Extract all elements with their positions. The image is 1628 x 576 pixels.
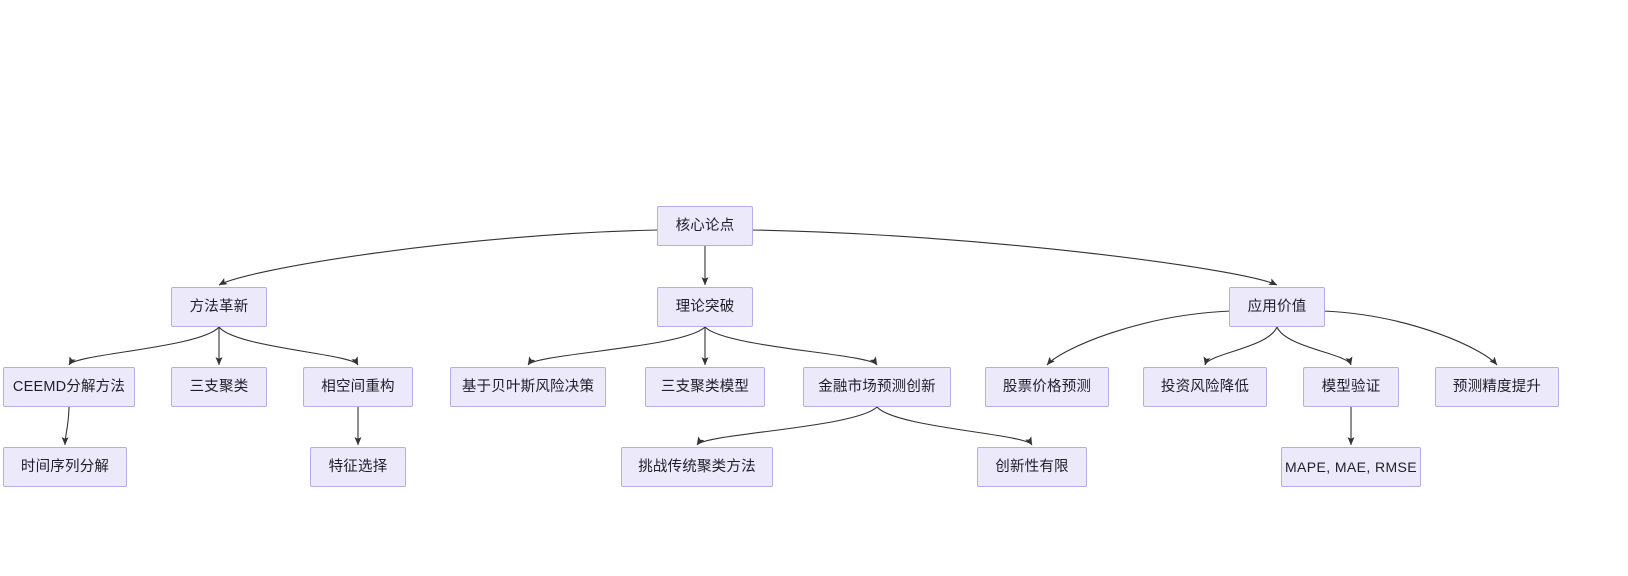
node-label: 股票价格预测 bbox=[1002, 378, 1092, 395]
node-label: 基于贝叶斯风险决策 bbox=[461, 378, 595, 395]
node-l4a1[interactable]: 时间序列分解 bbox=[3, 447, 127, 487]
node-label: 时间序列分解 bbox=[20, 458, 110, 475]
node-label: 投资风险降低 bbox=[1160, 378, 1250, 395]
node-label: 三支聚类 bbox=[189, 378, 249, 395]
node-label: CEEMD分解方法 bbox=[12, 378, 126, 395]
node-l4c3[interactable]: MAPE, MAE, RMSE bbox=[1281, 447, 1421, 487]
edge-l2c-to-l3c2 bbox=[1203, 326, 1278, 366]
edge-l2a-to-l3a1 bbox=[68, 326, 220, 366]
node-label: 理论突破 bbox=[675, 298, 735, 315]
node-l3b1[interactable]: 基于贝叶斯风险决策 bbox=[450, 367, 606, 407]
node-l3a3[interactable]: 相空间重构 bbox=[303, 367, 413, 407]
node-l3c1[interactable]: 股票价格预测 bbox=[985, 367, 1109, 407]
node-l3b3[interactable]: 金融市场预测创新 bbox=[803, 367, 951, 407]
node-l4b3b[interactable]: 创新性有限 bbox=[977, 447, 1087, 487]
node-l3b2[interactable]: 三支聚类模型 bbox=[645, 367, 765, 407]
node-label: 预测精度提升 bbox=[1452, 378, 1542, 395]
edge-l2b-to-l3b3 bbox=[704, 326, 878, 366]
edge-l2c-to-l3c1 bbox=[1046, 310, 1232, 366]
node-label: 创新性有限 bbox=[995, 458, 1069, 475]
node-root[interactable]: 核心论点 bbox=[657, 206, 753, 246]
node-l3c2[interactable]: 投资风险降低 bbox=[1143, 367, 1267, 407]
node-l2c[interactable]: 应用价值 bbox=[1229, 287, 1325, 327]
node-l3c4[interactable]: 预测精度提升 bbox=[1435, 367, 1559, 407]
node-l3c3[interactable]: 模型验证 bbox=[1303, 367, 1399, 407]
node-label: 三支聚类模型 bbox=[660, 378, 750, 395]
node-label: 相空间重构 bbox=[321, 378, 395, 395]
edge-root-to-l2c bbox=[750, 229, 1278, 286]
node-l2b[interactable]: 理论突破 bbox=[657, 287, 753, 327]
edge-l3b3-to-l4b3b bbox=[876, 406, 1033, 446]
node-label: 挑战传统聚类方法 bbox=[638, 458, 756, 475]
node-label: 金融市场预测创新 bbox=[818, 378, 936, 395]
edge-l3b3-to-l4b3a bbox=[696, 406, 878, 446]
node-label: 方法革新 bbox=[189, 298, 249, 315]
node-label: MAPE, MAE, RMSE bbox=[1284, 459, 1418, 475]
edge-root-to-l2a bbox=[218, 229, 660, 286]
edge-l2c-to-l3c4 bbox=[1322, 310, 1498, 366]
node-label: 核心论点 bbox=[675, 217, 735, 234]
node-l4b3a[interactable]: 挑战传统聚类方法 bbox=[621, 447, 773, 487]
node-l2a[interactable]: 方法革新 bbox=[171, 287, 267, 327]
edge-l3a1-to-l4a1 bbox=[61, 406, 70, 446]
node-l3a2[interactable]: 三支聚类 bbox=[171, 367, 267, 407]
edge-l2b-to-l3b1 bbox=[527, 326, 706, 366]
node-l3a1[interactable]: CEEMD分解方法 bbox=[3, 367, 135, 407]
edge-l2a-to-l3a3 bbox=[218, 326, 359, 366]
node-l4a3[interactable]: 特征选择 bbox=[310, 447, 406, 487]
edge-l2c-to-l3c3 bbox=[1276, 326, 1353, 366]
node-label: 应用价值 bbox=[1247, 298, 1307, 315]
node-label: 模型验证 bbox=[1321, 378, 1381, 395]
edge-group bbox=[61, 229, 1498, 446]
node-label: 特征选择 bbox=[328, 458, 388, 475]
